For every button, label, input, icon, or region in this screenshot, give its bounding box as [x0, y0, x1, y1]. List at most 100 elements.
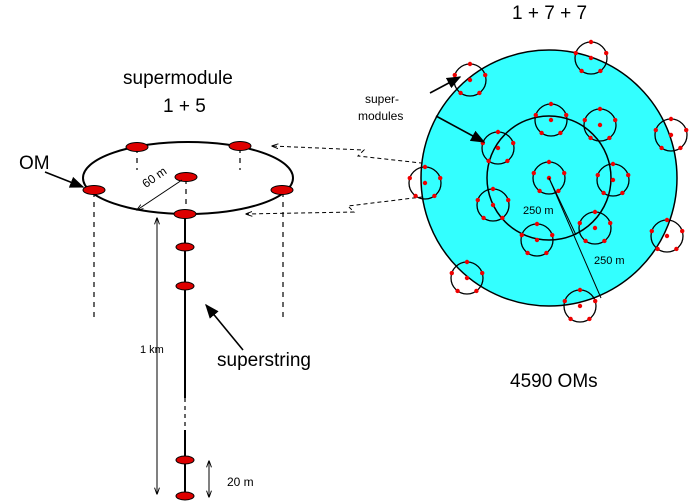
om-dot: [684, 127, 689, 133]
om-dot: [582, 117, 587, 123]
om-dot: [477, 90, 482, 96]
om-dot: [562, 298, 567, 304]
om-dot: [474, 288, 479, 294]
om-dot: [486, 158, 491, 164]
om-dot: [607, 135, 612, 141]
om-ring-back-right: [228, 141, 252, 151]
om-dot: [653, 127, 658, 133]
om-dot-center: [588, 55, 594, 61]
om-dot: [680, 228, 685, 234]
om-dot: [531, 170, 536, 176]
om-dot: [432, 193, 437, 199]
om-dot: [475, 197, 480, 203]
supermodule-title: supermodule: [123, 68, 233, 89]
spacing-20m-label: 20 m: [227, 475, 254, 489]
om-dot: [490, 186, 496, 192]
om-dot: [655, 246, 660, 252]
om-dot: [539, 130, 544, 136]
om-dot: [597, 106, 603, 112]
om-dot: [413, 193, 418, 199]
om-dot: [558, 130, 563, 136]
om-dot: [495, 129, 501, 135]
om-dot: [452, 72, 457, 78]
om-dot-center: [422, 180, 428, 186]
om-dot: [407, 175, 412, 181]
om-dot: [458, 90, 463, 96]
om-label: OM: [19, 153, 50, 174]
om-dot: [604, 50, 609, 56]
om-ring-right: [270, 185, 294, 195]
om-dot: [613, 117, 618, 123]
om-dot: [506, 197, 511, 203]
om-dot: [438, 175, 443, 181]
om-dot: [519, 232, 524, 238]
om-dot: [587, 316, 592, 322]
om-dot: [481, 215, 486, 221]
om-dot: [608, 220, 613, 226]
om-dot: [480, 270, 485, 276]
supermodules-label-line1: super-: [365, 92, 400, 106]
om-dot-center: [490, 202, 496, 208]
om-arrow: [44, 171, 85, 188]
om-dot: [548, 101, 554, 107]
om-dot: [610, 161, 616, 167]
supermodules-arrow-outer: [429, 76, 462, 94]
om-dot: [602, 238, 607, 244]
om-dot: [534, 221, 540, 227]
optical-modules: [82, 141, 294, 501]
om-dot: [626, 172, 631, 178]
depth-1km-label: 1 km: [140, 344, 164, 356]
om-dot: [577, 287, 583, 293]
om-dot: [467, 61, 473, 67]
om-dot: [579, 68, 584, 74]
om-dot: [500, 215, 505, 221]
inner-radius-label: 250 m: [523, 205, 554, 217]
om-dot-center: [534, 237, 540, 243]
om-string-3: [175, 455, 195, 465]
om-dot: [678, 145, 683, 151]
om-dot: [664, 217, 670, 223]
om-dot-center: [610, 177, 616, 183]
array-count: 1 + 7 + 7: [512, 3, 588, 24]
om-dot: [525, 250, 530, 256]
om-dot: [573, 50, 578, 56]
om-dot: [659, 145, 664, 151]
outer-radius-line: [548, 177, 602, 299]
om-dot: [537, 188, 542, 194]
om-dot: [620, 190, 625, 196]
connector-arrow-top: [272, 146, 431, 165]
om-dot-center: [467, 77, 473, 83]
supermodules-label-line2: modules: [358, 109, 404, 123]
om-dot: [464, 259, 470, 265]
connector-arrow-bottom: [246, 195, 431, 214]
om-dot: [588, 39, 594, 45]
om-string-2: [175, 281, 195, 291]
om-dot: [562, 170, 567, 176]
om-dot: [483, 72, 488, 78]
om-dot: [546, 159, 552, 165]
om-dot: [668, 116, 674, 122]
om-dot-center: [664, 233, 670, 239]
total-oms-label: 4590 OMs: [510, 371, 598, 392]
om-dot: [564, 112, 569, 118]
radius-60m-arrow: [137, 179, 183, 210]
supermodule-count: 1 + 5: [163, 96, 206, 117]
om-dot: [556, 188, 561, 194]
supermodules-arrow-inner: [435, 115, 486, 143]
om-dot-center: [668, 132, 674, 138]
om-dot: [592, 209, 598, 215]
om-dot: [511, 140, 516, 146]
om-string-1: [175, 242, 195, 252]
om-dot: [583, 238, 588, 244]
om-dot-center: [577, 303, 583, 309]
om-dot: [568, 316, 573, 322]
om-dot: [601, 190, 606, 196]
om-dot: [577, 220, 582, 226]
om-dot-center: [495, 145, 501, 151]
outer-radius-label: 250 m: [594, 255, 625, 267]
om-dot: [674, 246, 679, 252]
om-dot: [598, 68, 603, 74]
superstring-arrow: [205, 303, 244, 351]
om-dot: [649, 228, 654, 234]
